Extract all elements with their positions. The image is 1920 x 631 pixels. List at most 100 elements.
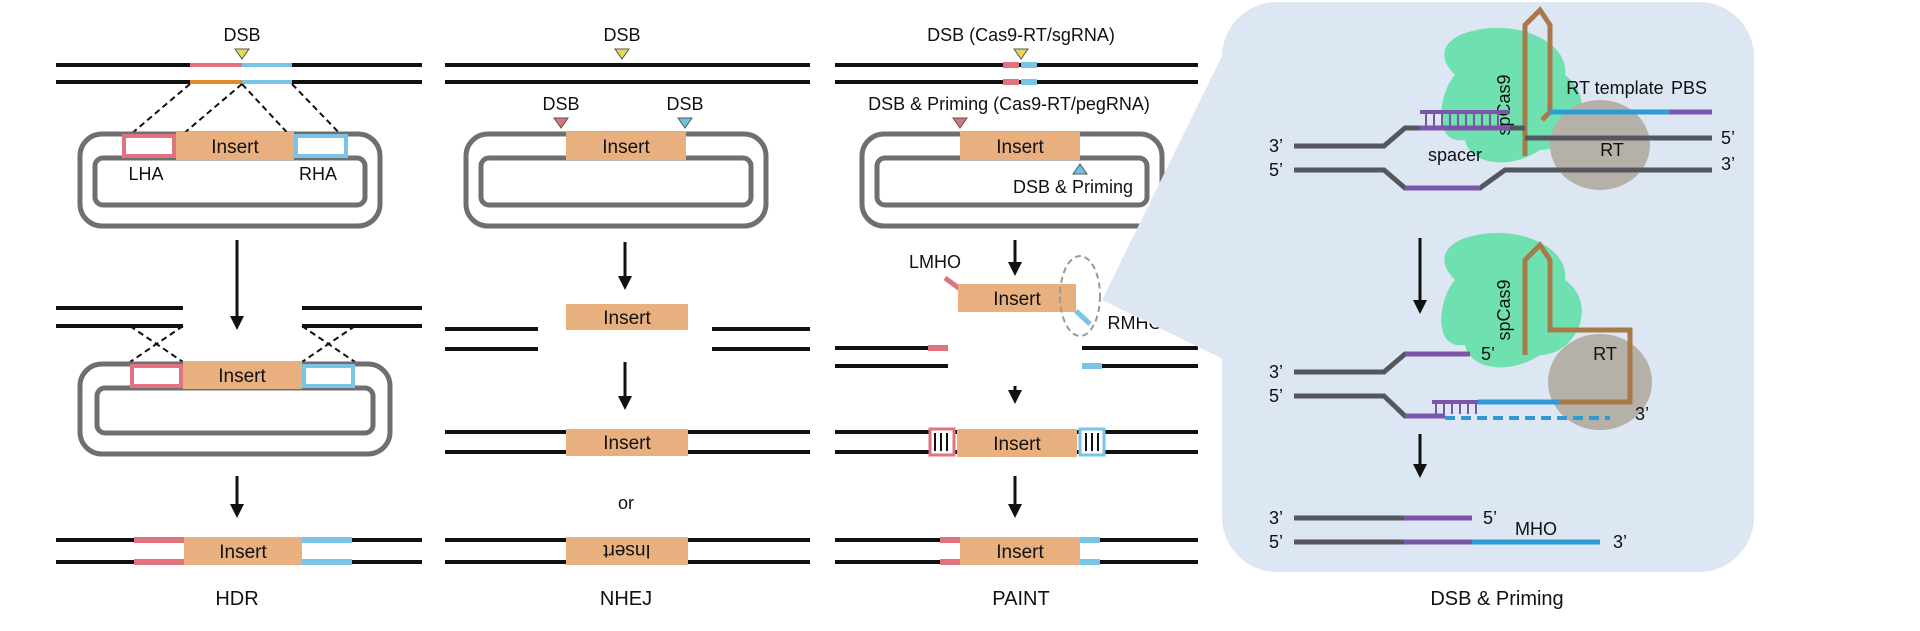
hdr-homology-line (123, 83, 191, 141)
middle-5prime: 5’ (1481, 344, 1495, 364)
bottom-right-5prime: 5’ (1483, 508, 1497, 528)
paint-rmho-highlight (1059, 255, 1101, 337)
paint-broken-rmho (1082, 363, 1102, 369)
paint-panel: DSB (Cas9-RT/sgRNA) DSB & Priming (Cas9-… (835, 25, 1198, 610)
hdr-result-lha (134, 559, 184, 565)
hdr-lha-label: LHA (128, 164, 163, 184)
paint-annealed-insert (957, 429, 1077, 457)
middle-rt-shape (1548, 334, 1652, 430)
paint-priming-small-label: DSB & Priming (1013, 177, 1133, 197)
middle-spcas9-label: spCas9 (1494, 279, 1514, 340)
paint-genome-lmho (1003, 62, 1019, 68)
paint-free-insert (958, 284, 1076, 312)
nhej-inverted-insert (566, 537, 688, 565)
hdr-step-arrowhead-2 (230, 504, 244, 518)
paint-result-rmho (1080, 559, 1100, 565)
paint-annealed-insert-label: Insert (993, 434, 1041, 455)
paint-step-arrowhead (1008, 262, 1022, 276)
nhej-free-insert (566, 304, 688, 330)
detail-step-arrowhead (1413, 300, 1427, 314)
hdr-insert-label: Insert (211, 137, 259, 158)
hdr-rha-arm-2-gap (306, 368, 351, 384)
nhej-dsb-left-label: DSB (542, 94, 579, 114)
paint-step-arrowhead-3 (1008, 504, 1022, 518)
paint-priming-marker-left (952, 117, 968, 129)
nhej-step-arrowhead (618, 276, 632, 290)
nhej-or-label: or (618, 493, 634, 513)
middle-left-5prime: 5’ (1269, 386, 1283, 406)
upper-right-3prime: 3’ (1721, 154, 1735, 174)
nhej-insert-label: Insert (602, 137, 650, 158)
nhej-free-insert-label: Insert (603, 308, 651, 329)
nhej-result-insert-label: Insert (603, 433, 651, 454)
nhej-donor-plasmid-inner (478, 155, 754, 208)
paint-result-lmho (940, 559, 960, 565)
paint-insert-label: Insert (996, 137, 1044, 158)
upper-spacer-pairing (1425, 114, 1499, 126)
upper-left-5prime: 5’ (1269, 160, 1283, 180)
middle-spcas9-shape (1441, 232, 1582, 368)
hdr-result-lha (134, 537, 184, 543)
paint-genome-rmho (1021, 79, 1037, 85)
paint-result-insert (960, 537, 1080, 565)
hdr-panel: DSB Insert LHA RHA (56, 25, 422, 610)
paint-lmho-label: LMHO (909, 252, 961, 272)
hdr-crossover-line (129, 325, 184, 363)
paint-insert-box (960, 132, 1080, 160)
nhej-step-arrowhead-2 (618, 396, 632, 410)
paint-broken-lmho (928, 345, 948, 351)
detail-callout-pointer (1102, 50, 1225, 360)
nhej-dsb-marker (614, 48, 630, 60)
nhej-dsb-right-marker (677, 117, 693, 129)
middle-rt-label: RT (1593, 344, 1617, 364)
bottom-left-3prime: 3’ (1269, 508, 1283, 528)
hdr-dsb-label: DSB (223, 25, 260, 45)
paint-rmho-overhang (1074, 309, 1092, 326)
paint-free-insert-label: Insert (993, 289, 1041, 310)
paint-result-lmho (940, 537, 960, 543)
upper-pegrna-scaffold (1522, 6, 1553, 156)
nhej-title: NHEJ (600, 588, 652, 610)
hdr-rha-arm-gap (298, 138, 344, 154)
hdr-lha-arm-2-gap (134, 368, 179, 384)
hdr-rha-label: RHA (299, 164, 337, 184)
hdr-result-insert (184, 537, 302, 565)
paint-title: PAINT (992, 588, 1049, 610)
detail-title: DSB & Priming (1430, 588, 1563, 610)
nhej-insert-box (566, 132, 686, 160)
upper-rt-label: RT (1600, 140, 1624, 160)
hdr-title: HDR (215, 588, 258, 610)
nhej-panel: DSB DSB DSB Insert Insert Insert or Inse… (445, 25, 810, 610)
upper-spacer-label: spacer (1428, 145, 1482, 165)
paint-dsb-marker (1013, 48, 1029, 60)
hdr-lha-arm-gap (126, 138, 172, 154)
paint-lmho-overhang (943, 275, 962, 292)
upper-right-5prime: 5’ (1721, 128, 1735, 148)
hdr-donor-plasmid-2-inner (94, 385, 376, 436)
hdr-homology-line (291, 83, 347, 141)
hdr-homology-line (241, 83, 295, 141)
paint-genome-lmho (1003, 79, 1019, 85)
hdr-result-insert-label: Insert (219, 542, 267, 563)
nhej-dsb-label: DSB (603, 25, 640, 45)
middle-right-3prime: 3’ (1635, 404, 1649, 424)
nhej-dsb-right-label: DSB (666, 94, 703, 114)
middle-pbs-pairing (1435, 404, 1477, 414)
hdr-step-arrowhead (230, 316, 244, 330)
nhej-dsb-left-marker (553, 117, 569, 129)
hdr-result-rha (302, 537, 352, 543)
middle-pegrna-scaffold (1522, 241, 1633, 405)
paint-result-insert-label: Insert (996, 542, 1044, 563)
detail-panel: spCas9 RT RT template PBS spacer 3’ 5’ 5… (1102, 2, 1754, 610)
bottom-right-3prime: 3’ (1613, 532, 1627, 552)
hdr-insert-box (176, 132, 294, 160)
hdr-result-rha (302, 559, 352, 565)
detail-step-arrowhead-2 (1413, 464, 1427, 478)
middle-left-3prime: 3’ (1269, 362, 1283, 382)
upper-left-3prime: 3’ (1269, 136, 1283, 156)
nhej-result-insert (566, 429, 688, 456)
paint-genome-rmho (1021, 62, 1037, 68)
bottom-left-5prime: 5’ (1269, 532, 1283, 552)
hdr-crossover-line (301, 325, 356, 363)
